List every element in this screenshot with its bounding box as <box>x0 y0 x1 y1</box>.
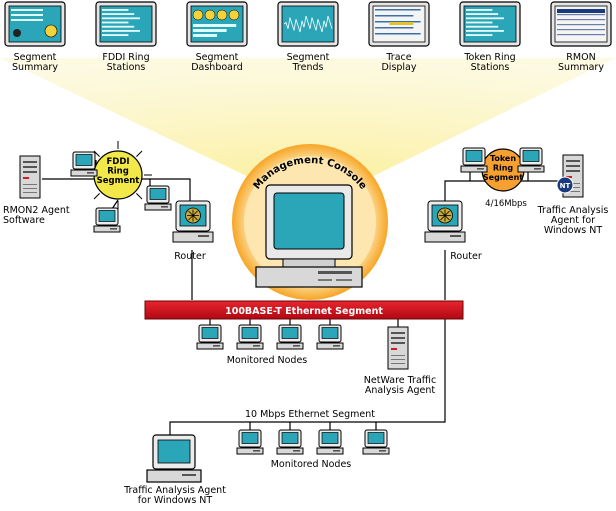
fddi-node-pc <box>144 185 172 211</box>
router-right-label: Router <box>450 251 482 262</box>
management-console: Management Console <box>232 144 388 300</box>
fddi-node-pc <box>93 207 121 233</box>
rmon2-agent-server <box>19 155 41 199</box>
windows-nt-badge: NT <box>556 176 574 194</box>
router-left-label: Router <box>174 251 206 262</box>
monitored-node-pc <box>276 324 304 350</box>
token-ring-speed-label: 4/16Mbps <box>485 199 527 209</box>
monitored-node-pc <box>236 324 264 350</box>
router-right <box>424 200 466 243</box>
token-ring-node-pc <box>517 147 545 173</box>
monitored-node-pc <box>316 429 344 455</box>
token-ring-node-pc <box>460 147 488 173</box>
ethernet-10-label: 10 Mbps Ethernet Segment <box>244 409 376 420</box>
console-view-beam <box>0 58 616 180</box>
nt-badge-text: NT <box>560 182 571 190</box>
monitored-node-pc <box>196 324 224 350</box>
monitored-nodes-top-label: Monitored Nodes <box>226 355 308 366</box>
monitored-nodes-bottom-label: Monitored Nodes <box>270 459 352 470</box>
ethernet-100-label: 100BASE-T Ethernet Segment <box>225 306 383 317</box>
router-left <box>172 200 214 243</box>
netware-traffic-agent-label: NetWare Traffic Analysis Agent <box>363 375 437 396</box>
ethernet-100base-t-segment: 100BASE-T Ethernet Segment <box>144 300 464 320</box>
netware-traffic-agent-server <box>387 326 409 370</box>
monitored-node-pc <box>316 324 344 350</box>
traffic-analysis-agent-workstation-bottom <box>146 434 202 483</box>
fddi-node-pc <box>70 151 98 177</box>
monitored-node-pc <box>236 429 264 455</box>
rmon2-agent-label: RMON2 Agent Software <box>3 205 70 226</box>
traffic-analysis-agent-bottom-label: Traffic Analysis Agent for Windows NT <box>124 485 226 506</box>
monitored-node-pc <box>362 429 390 455</box>
monitored-node-pc <box>276 429 304 455</box>
traffic-analysis-agent-right-label: Traffic Analysis Agent for Windows NT <box>537 205 609 236</box>
